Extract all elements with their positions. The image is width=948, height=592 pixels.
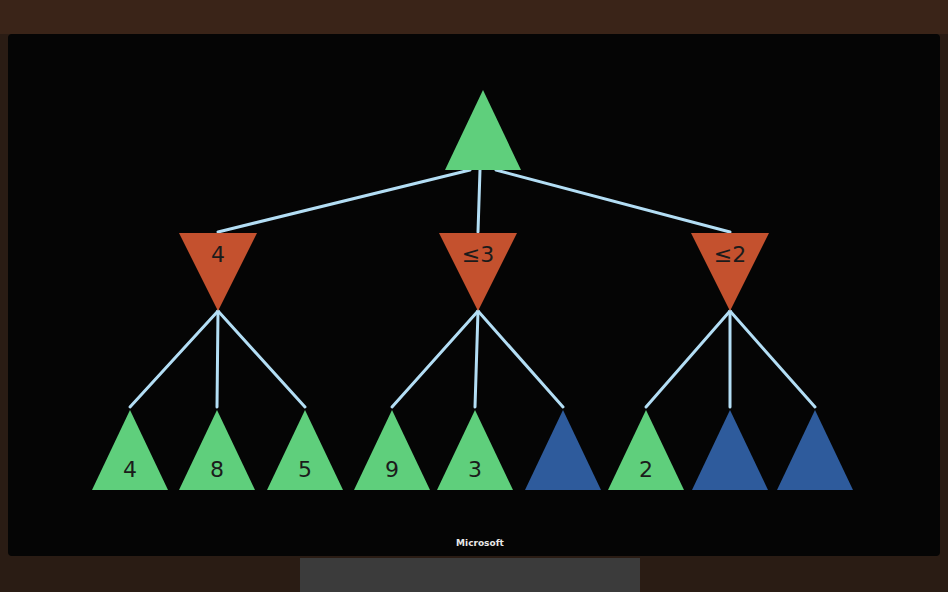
pruned-leaf — [777, 410, 853, 490]
node-value: 9 — [385, 458, 399, 482]
max-leaf-triangle: 9 — [354, 410, 430, 490]
node-value: 4 — [211, 243, 225, 267]
tree-edge — [218, 311, 305, 407]
wood-wall — [0, 0, 948, 34]
tree-edge — [646, 311, 730, 407]
tree-edge — [475, 311, 478, 407]
tree-edge — [478, 170, 480, 232]
max-leaf-triangle: 4 — [92, 410, 168, 490]
max-leaf-triangle: 8 — [179, 410, 255, 490]
triangle-fill — [179, 233, 257, 311]
node-value: ≤2 — [714, 243, 746, 267]
triangle-fill — [439, 233, 517, 311]
min-node-triangle: ≤3 — [439, 233, 517, 311]
root-edges — [218, 170, 815, 407]
screen — [8, 34, 940, 556]
pruned-leaf — [525, 410, 601, 490]
triangle-fill — [437, 410, 513, 490]
node-value: ≤3 — [462, 243, 494, 267]
pruned-edge — [478, 311, 563, 407]
triangle-fill — [92, 410, 168, 490]
triangle-fill — [608, 410, 684, 490]
pruned-edge — [729, 311, 732, 407]
node-value: 8 — [210, 458, 224, 482]
node-value: 4 — [123, 458, 137, 482]
min-node-triangle: ≤2 — [691, 233, 769, 311]
max-root-triangle — [445, 90, 521, 170]
tree-edge — [130, 311, 218, 407]
pruned-leaf — [692, 410, 768, 490]
brand-label: Microsoft — [456, 538, 504, 548]
tree-edge — [496, 170, 730, 232]
triangle-fill — [691, 233, 769, 311]
pruned-edge — [730, 311, 815, 407]
triangle-fill — [179, 410, 255, 490]
max-leaf-triangle: 3 — [437, 410, 513, 490]
node-value: 2 — [639, 458, 653, 482]
node-value: 5 — [298, 458, 312, 482]
min-node-triangle: 4 — [179, 233, 257, 311]
screen-stand — [300, 558, 640, 592]
node-value: 3 — [468, 458, 482, 482]
tree-edge — [217, 311, 218, 407]
max-leaf-triangle: 2 — [608, 410, 684, 490]
tree-edge — [218, 170, 470, 232]
tree-edge — [392, 311, 478, 407]
max-leaf-triangle: 5 — [267, 410, 343, 490]
triangle-fill — [354, 410, 430, 490]
triangle-fill — [267, 410, 343, 490]
